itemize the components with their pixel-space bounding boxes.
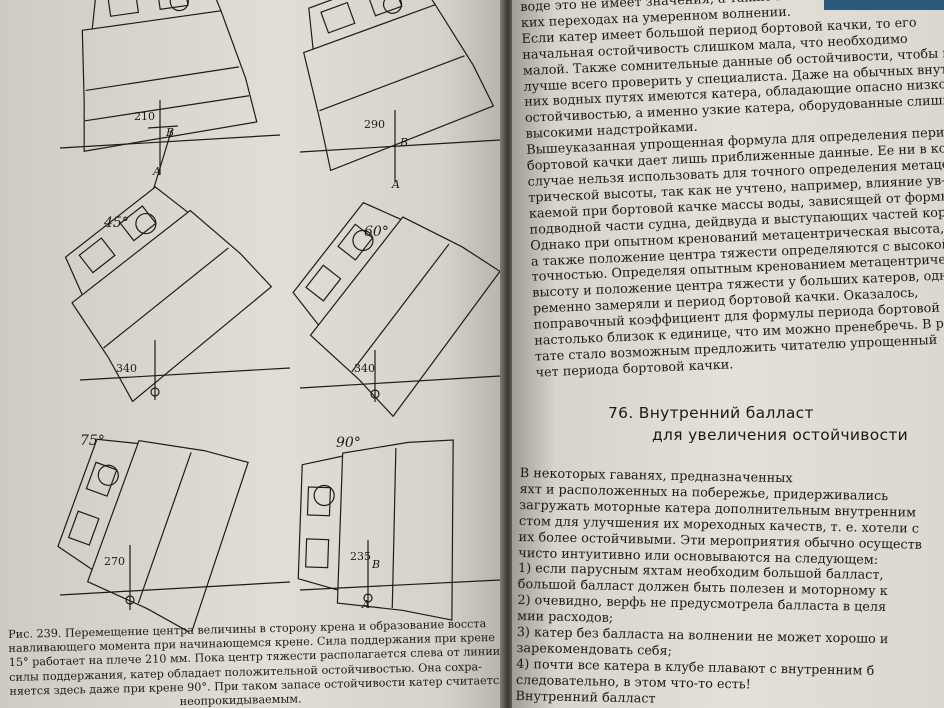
point-label-b: B: [166, 126, 175, 139]
boat-drawing-15: [81, 0, 258, 152]
point-label-b: B: [400, 136, 409, 149]
section-title-part-2: для увеличения остойчивости: [652, 426, 909, 444]
dimension-label: 340: [354, 362, 375, 375]
point-label-b: B: [372, 558, 381, 571]
dimension-label: 270: [104, 555, 125, 568]
left-page: 45° 60° 75° 90° 210 290 340 340 270 235 …: [0, 0, 504, 708]
angle-label-75: 75°: [80, 433, 105, 449]
figure-caption: Рис. 239. Перемещение центра величины в …: [8, 617, 504, 708]
point-label-a: A: [362, 598, 370, 611]
section-heading: 76. Внутренний балласт для увеличения ос…: [608, 402, 944, 446]
boat-drawing-30: [302, 0, 495, 172]
angle-label-90: 90°: [336, 435, 361, 451]
dimension-label: 290: [364, 118, 385, 131]
background-corner: [824, 0, 944, 10]
boat-drawing-45: [64, 129, 273, 403]
dimension-label: 210: [134, 110, 155, 123]
section-number: 76.: [608, 404, 634, 422]
boat-drawing-90: [297, 439, 454, 621]
angle-label-60: 60°: [364, 224, 389, 240]
body-text-bottom: В некоторых гаванях, предназначенных яхт…: [515, 466, 944, 708]
dimension-label: 235: [350, 550, 371, 563]
boat-drawing-75: [57, 438, 249, 632]
point-label-a: A: [392, 178, 400, 191]
boat-heel-figure: 45° 60° 75° 90° 210 290 340 340 270 235 …: [0, 0, 504, 632]
body-text-top: воде это не имеет значения, а также не о…: [520, 0, 944, 381]
angle-label-45: 45°: [104, 215, 129, 231]
point-label-a: A: [153, 165, 161, 178]
right-page: воде это не имеет значения, а также не о…: [512, 0, 944, 708]
boat-heel-drawings: [57, 0, 501, 632]
section-heading-line-1: 76. Внутренний балласт: [608, 402, 944, 424]
dimension-label: 340: [116, 362, 137, 375]
boat-drawing-60: [292, 201, 501, 418]
section-title-part-1: Внутренний балласт: [638, 404, 814, 422]
